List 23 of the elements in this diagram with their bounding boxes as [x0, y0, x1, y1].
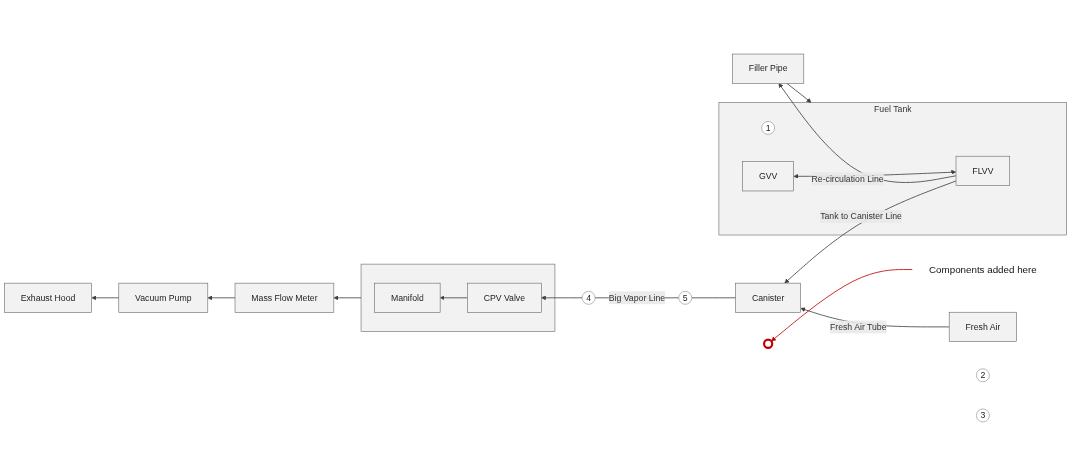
- node-text: Components added here: [929, 263, 1037, 275]
- edge-label: Fresh Air Tube: [829, 322, 887, 332]
- connector: [691, 297, 737, 299]
- node-circle: 4: [581, 291, 596, 305]
- edge-label: Re-circulation Line: [811, 173, 884, 184]
- node-box: FLVV: [955, 155, 1010, 186]
- node-circle: [763, 338, 774, 349]
- node-box: Vacuum Pump: [118, 282, 209, 313]
- node-circle: 5: [678, 291, 692, 305]
- node-box: Filler Pipe: [732, 53, 805, 84]
- cluster: [360, 263, 556, 332]
- node-box: Mass Flow Meter: [234, 282, 335, 313]
- edge-label: Tank to Canister Line: [820, 211, 902, 221]
- node-circle: 1: [761, 121, 775, 135]
- node-box: Manifold: [374, 282, 441, 313]
- node-box: GVV: [742, 161, 794, 192]
- edge-label: Big Vapor Line: [608, 292, 666, 303]
- node-box: Canister: [735, 282, 801, 313]
- node-circle: 2: [976, 368, 990, 383]
- node-box: CPV Valve: [467, 282, 542, 313]
- node-circle: 3: [976, 408, 990, 423]
- node-box: Fresh Air: [948, 311, 1017, 342]
- node-box: Exhaust Hood: [4, 282, 92, 313]
